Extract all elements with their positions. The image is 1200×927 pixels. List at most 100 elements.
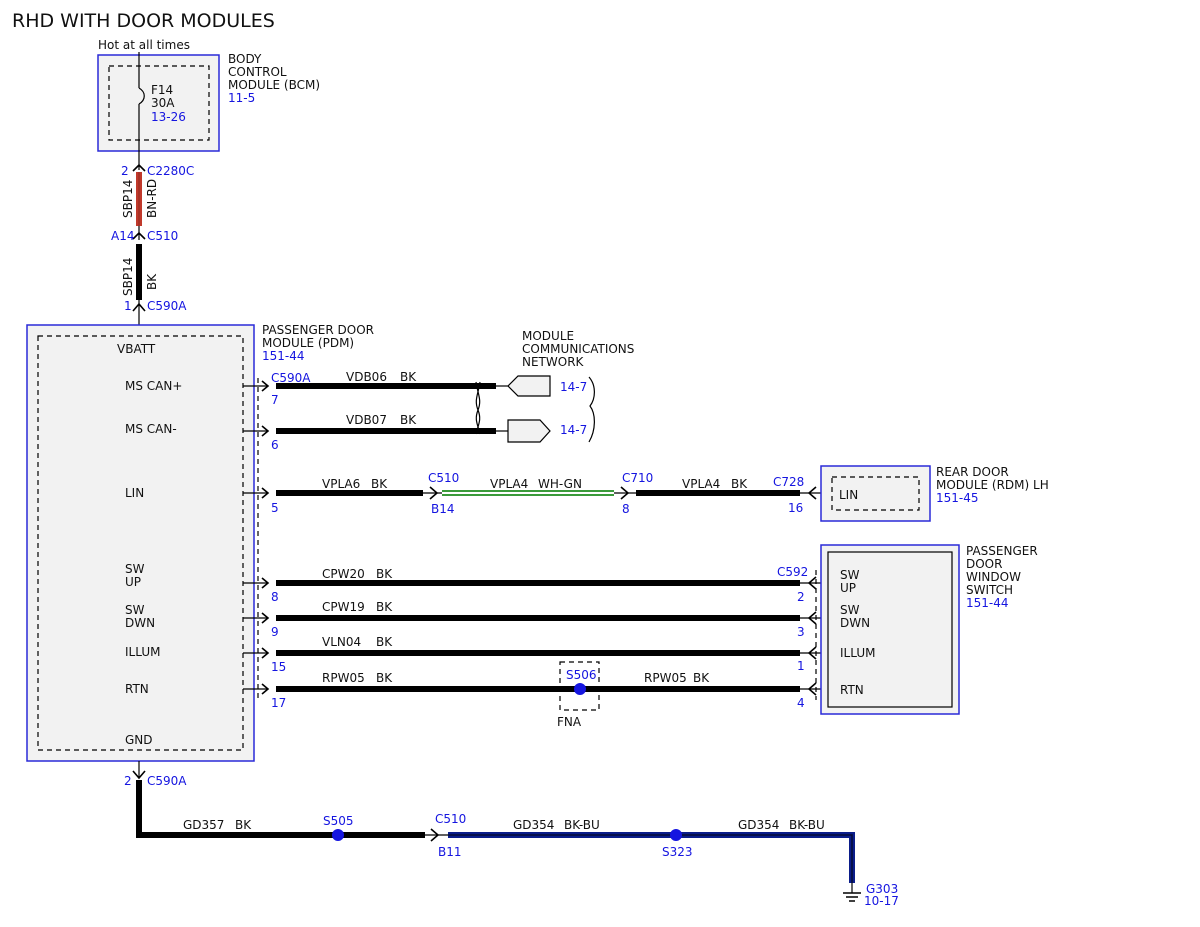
pdm-gnd-connector: C590A xyxy=(147,774,187,788)
switch-swup-label-1: SW xyxy=(840,568,860,582)
wire-gd357-color: BK xyxy=(235,818,252,832)
pdm-rtn-label: RTN xyxy=(125,682,149,696)
splice-fna-label: FNA xyxy=(557,715,582,729)
switch-name-line-1: PASSENGER xyxy=(966,544,1038,558)
wire-cpw20-circuit: CPW20 xyxy=(322,567,365,581)
wire-gd354-b-circuit: GD354 xyxy=(738,818,779,832)
pdm-swdwn-label-2: DWN xyxy=(125,616,155,630)
c510-power-pin: A14 xyxy=(111,229,134,243)
bcm-ref: 11-5 xyxy=(228,91,255,105)
network-brace xyxy=(588,376,595,443)
c710-pin: 8 xyxy=(622,502,630,516)
pdm-name-line-1: PASSENGER DOOR xyxy=(262,323,374,337)
ground-g303-label: G303 xyxy=(866,882,898,896)
wire-gd354-a-circuit: GD354 xyxy=(513,818,554,832)
ground-g303-icon xyxy=(843,883,861,902)
pdm-pin-illum: 15 xyxy=(271,660,286,674)
wire-vdb06-circuit: VDB06 xyxy=(346,370,387,384)
pdm-pin-swup: 8 xyxy=(271,590,279,604)
fuse-name: F14 xyxy=(151,83,173,97)
pdm-pin-mscanp: 7 xyxy=(271,393,279,407)
c510-gnd-label: C510 xyxy=(435,812,466,826)
pdm-pin-lin: 5 xyxy=(271,501,279,515)
c590a-vbatt-pin: 1 xyxy=(124,299,132,313)
connector-c590a-gnd-symbol xyxy=(132,770,146,780)
bcm-name-line-2: CONTROL xyxy=(228,65,287,79)
pdm-illum-label: ILLUM xyxy=(125,645,160,659)
wire-rpw05-b-color: BK xyxy=(693,671,710,685)
rdm-ref: 151-45 xyxy=(936,491,979,505)
pdm-pin-rtn: 17 xyxy=(271,696,286,710)
splice-s506 xyxy=(574,683,586,695)
c728-label: C728 xyxy=(773,475,804,489)
splice-s323 xyxy=(670,829,682,841)
wire-cpw20-color: BK xyxy=(376,567,393,581)
switch-swup-label-2: UP xyxy=(840,581,856,595)
bcm-name-line-3: MODULE (BCM) xyxy=(228,78,320,92)
wire-sbp14-bn-rd-circuit: SBP14 xyxy=(121,180,135,218)
c590a-vbatt-label: C590A xyxy=(147,299,187,313)
pdm-pin-mscann: 6 xyxy=(271,438,279,452)
bcm-inner-box xyxy=(108,65,210,141)
wire-vln04-color: BK xyxy=(376,635,393,649)
pdm-swup-label-2: UP xyxy=(125,575,141,589)
pdm-gnd-label: GND xyxy=(125,733,153,747)
wire-vpla4-wh-gn-circuit: VPLA4 xyxy=(490,477,528,491)
network-connector-1 xyxy=(507,375,551,397)
pdm-ref: 151-44 xyxy=(262,349,305,363)
network-connector-2 xyxy=(507,419,551,443)
wire-vpla6-circuit: VPLA6 xyxy=(322,477,360,491)
pdm-lin-label: LIN xyxy=(125,486,144,500)
network-ref-2: 14-7 xyxy=(560,423,587,437)
splice-s505 xyxy=(332,829,344,841)
wire-vdb06-color: BK xyxy=(400,370,417,384)
pdm-name-line-2: MODULE (PDM) xyxy=(262,336,354,350)
pdm-vbatt-label: VBATT xyxy=(117,342,156,356)
wire-vpla4-bk-color: BK xyxy=(731,477,748,491)
pdm-swup-label-1: SW xyxy=(125,562,145,576)
c728-pin: 16 xyxy=(788,501,803,515)
c2280c-pin: 2 xyxy=(121,164,129,178)
wire-rpw05-a-color: BK xyxy=(376,671,393,685)
switch-ref: 151-44 xyxy=(966,596,1009,610)
wire-sbp14-bk-color: BK xyxy=(145,273,159,290)
pdm-connector-label: C590A xyxy=(271,371,311,385)
fuse-rating: 30A xyxy=(151,96,175,110)
switch-pin-illum: 1 xyxy=(797,659,805,673)
wire-gd354 xyxy=(448,832,855,883)
ground-g303-ref: 10-17 xyxy=(864,894,899,908)
rdm-inner-box xyxy=(831,476,920,511)
wire-vpla4-bk-circuit: VPLA4 xyxy=(682,477,720,491)
switch-pin-swup: 2 xyxy=(797,590,805,604)
hot-at-all-times-label: Hot at all times xyxy=(98,38,190,52)
c710-label: C710 xyxy=(622,471,653,485)
wire-vln04-circuit: VLN04 xyxy=(322,635,361,649)
wire-gd354-b-color: BK-BU xyxy=(789,818,825,832)
switch-pin-rtn: 4 xyxy=(797,696,805,710)
wire-vpla6-color: BK xyxy=(371,477,388,491)
wire-vpla4-wh-gn-color: WH-GN xyxy=(538,477,582,491)
switch-name-line-2: DOOR xyxy=(966,557,1002,571)
wire-gd357 xyxy=(136,780,425,838)
fuse-f14-symbol xyxy=(138,87,145,105)
c2280c-label: C2280C xyxy=(147,164,194,178)
switch-name-line-3: WINDOW xyxy=(966,570,1021,584)
pdm-pin-swdwn: 9 xyxy=(271,625,279,639)
splice-s323-label: S323 xyxy=(662,845,693,859)
page-title: RHD WITH DOOR MODULES xyxy=(12,10,275,32)
rdm-module xyxy=(820,465,931,522)
c510-lin-pin: B14 xyxy=(431,502,455,516)
pdm-mscanp-label: MS CAN+ xyxy=(125,379,182,393)
switch-pin-swdwn: 3 xyxy=(797,625,805,639)
rdm-name-line-2: MODULE (RDM) LH xyxy=(936,478,1049,492)
wire-rpw05-a-circuit: RPW05 xyxy=(322,671,365,685)
wire-sbp14-bn-rd-color: BN-RD xyxy=(145,179,159,218)
rdm-lin-label: LIN xyxy=(839,488,858,502)
pdm-mscann-label: MS CAN- xyxy=(125,422,177,436)
network-name-line-2: COMMUNICATIONS xyxy=(522,342,634,356)
wire-sbp14-bk-circuit: SBP14 xyxy=(121,258,135,296)
bcm-module xyxy=(97,54,220,152)
fuse-ref: 13-26 xyxy=(151,110,186,124)
switch-name-line-4: SWITCH xyxy=(966,583,1013,597)
switch-swdwn-label-1: SW xyxy=(840,603,860,617)
